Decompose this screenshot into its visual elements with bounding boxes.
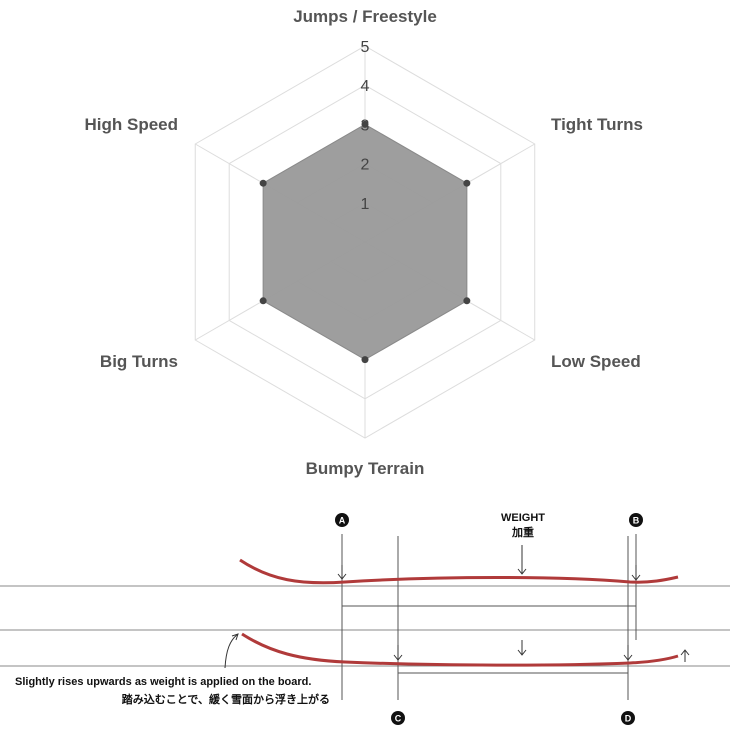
board-profile-bottom [241,632,679,667]
radar-point-jumps-freestyle [361,120,369,128]
radar-point-bumpy-terrain [361,356,369,364]
marker-b-label: B [633,516,640,526]
marker-b-badge: B [629,513,643,527]
note-pointer-arrowhead [231,633,239,641]
tick-label-2: 2 [361,157,370,174]
radar-point-high-speed [259,179,267,187]
marker-a-badge: A [335,513,349,527]
tick-label-1: 1 [361,196,370,213]
arrow-center-down [517,640,527,656]
marker-d-badge: D [621,711,635,725]
radar-axis-labels: Jumps / Freestyle Tight Turns Low Speed … [84,7,642,478]
radar-point-tight-turns [463,179,471,187]
note-text-en: Slightly rises upwards as weight is appl… [15,676,311,688]
tick-label-3: 3 [361,117,370,134]
axis-label-bumpy-terrain: Bumpy Terrain [306,459,425,478]
axis-label-low-speed: Low Speed [551,352,641,371]
axis-label-high-speed: High Speed [84,115,178,134]
radar-point-big-turns [259,297,267,305]
marker-a-label: A [339,516,346,526]
arrow-weight-down [517,545,527,575]
radar-tick-labels: 1 2 3 4 5 [361,39,370,213]
axis-label-big-turns: Big Turns [100,352,178,371]
arrow-tail-up [680,649,690,662]
board-profile-top [239,558,679,585]
arrow-c-down [393,645,403,661]
tick-label-4: 4 [361,78,370,95]
tick-label-5: 5 [361,39,370,56]
marker-d-label: D [625,714,632,724]
arrow-b-down [631,565,641,581]
marker-c-badge: C [391,711,405,725]
marker-c-label: C [395,714,402,724]
radar-chart: 1 2 3 4 5 Jumps / Freestyle Tight Turns … [84,7,642,478]
weight-label-jp: 加重 [511,525,534,539]
note-text-jp: 踏み込むことで、緩く雪面から浮き上がる [122,692,330,706]
note-pointer-arrow [224,633,239,669]
radar-point-low-speed [463,297,471,305]
arrow-a-down [337,565,347,580]
board-flex-diagram: A B C D WEIGHT 加重 Slightly rises upwards… [0,512,730,725]
arrow-d-down [623,645,633,661]
axis-label-jumps-freestyle: Jumps / Freestyle [293,7,437,26]
radar-data-points [259,120,471,364]
axis-label-tight-turns: Tight Turns [551,115,643,134]
weight-label: WEIGHT [501,512,545,524]
